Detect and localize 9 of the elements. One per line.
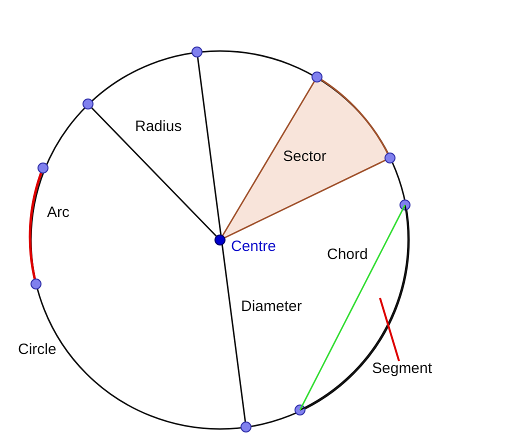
part-label: Radius bbox=[135, 118, 182, 136]
part-label: Arc bbox=[47, 204, 70, 222]
part-label: Segment bbox=[372, 360, 432, 378]
part-label: Centre bbox=[231, 238, 276, 256]
leader-line bbox=[379, 298, 400, 362]
part-label: Diameter bbox=[241, 298, 302, 316]
part-label: Chord bbox=[327, 246, 368, 264]
part-label: Circle bbox=[18, 341, 56, 359]
part-label: Sector bbox=[283, 148, 326, 166]
